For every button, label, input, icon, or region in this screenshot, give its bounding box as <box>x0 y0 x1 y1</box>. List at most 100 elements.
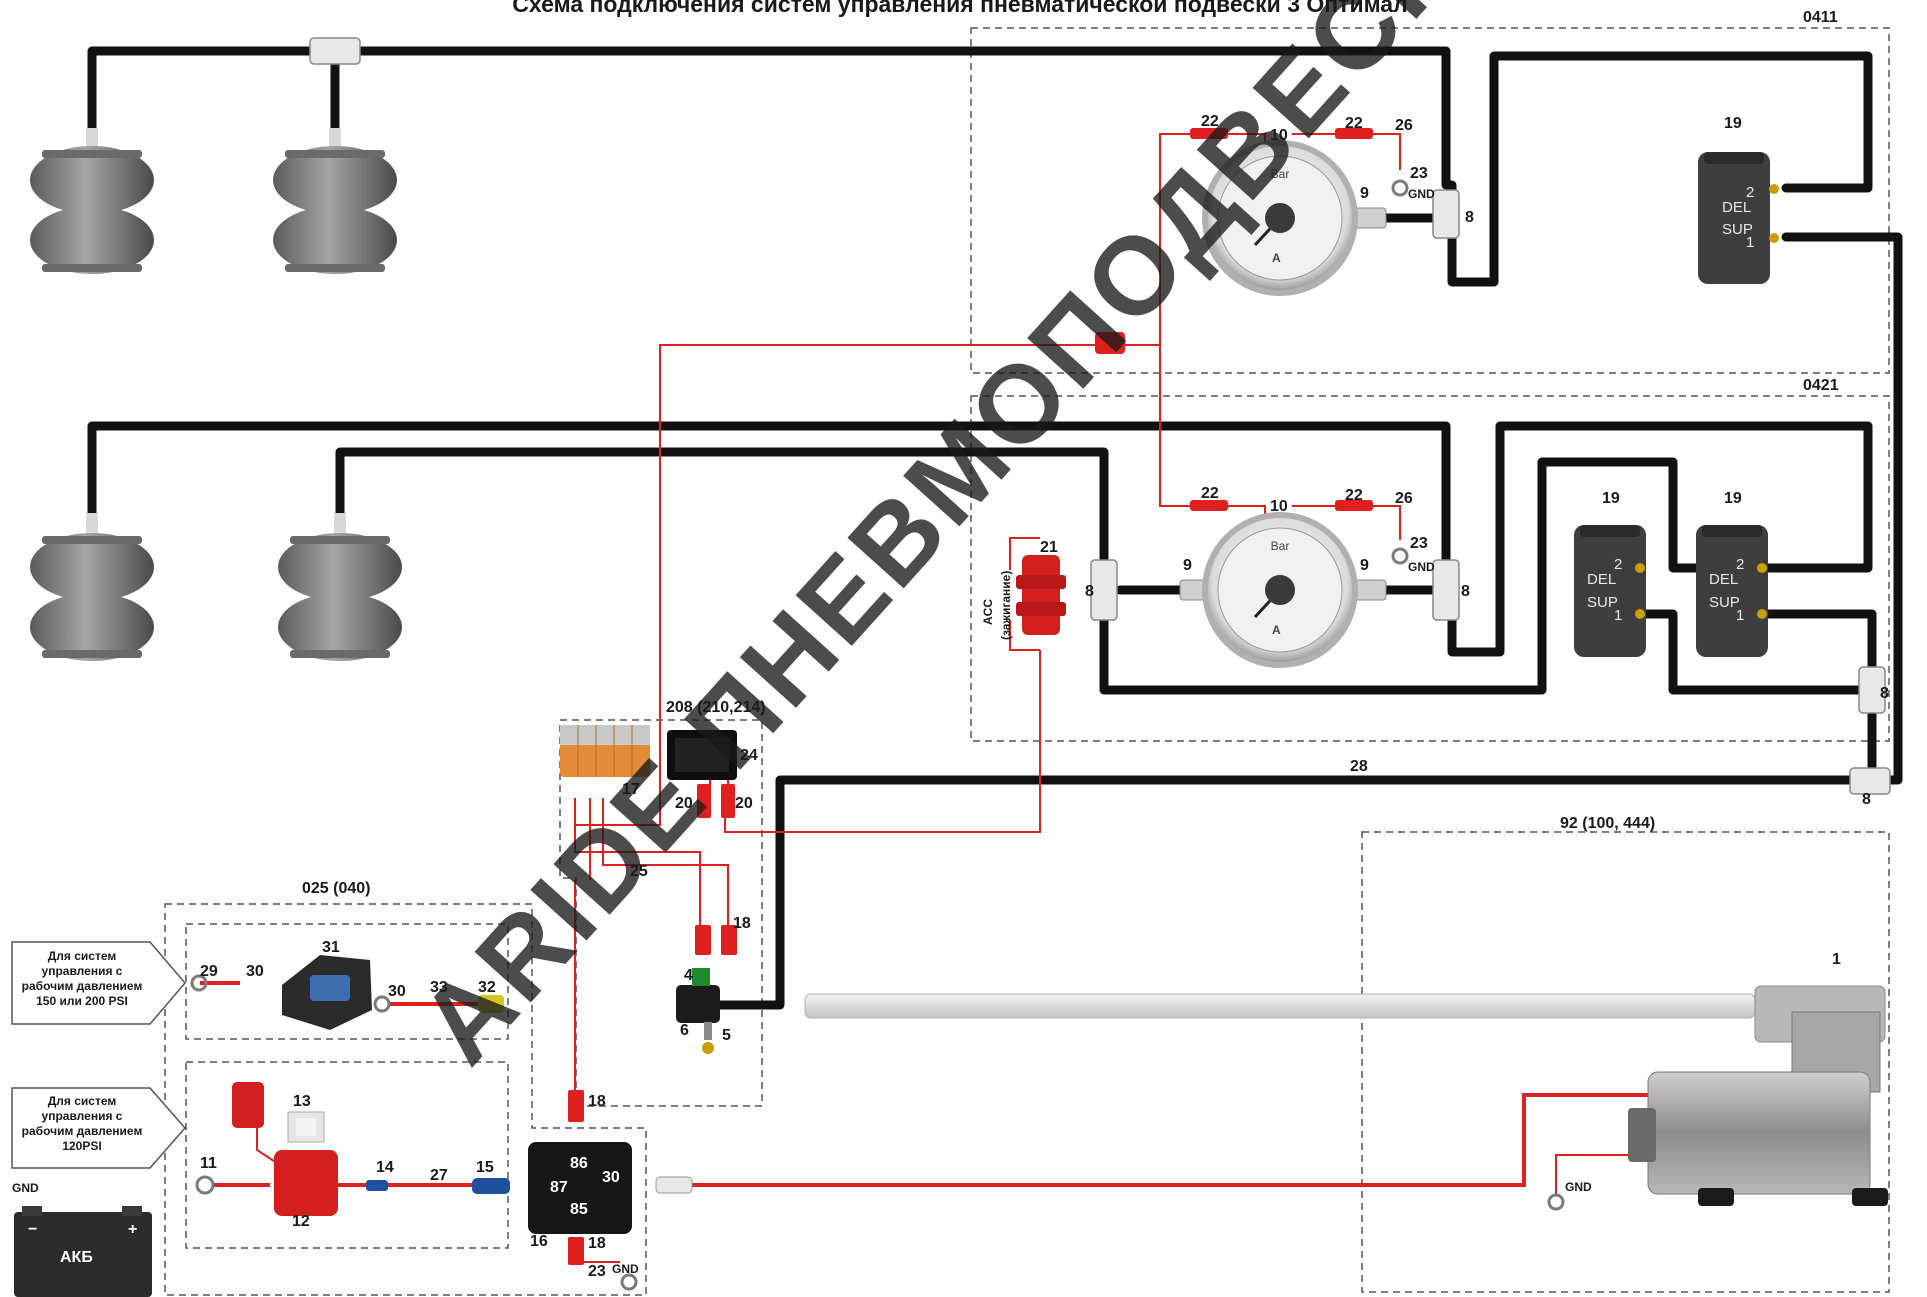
wire-25 <box>574 798 729 925</box>
connectors <box>568 128 1373 1265</box>
wire-compressor-power <box>690 1093 1650 1187</box>
connector-22d <box>1335 500 1373 511</box>
ring-30 <box>373 995 391 1013</box>
svg-text:2: 2 <box>1736 556 1744 573</box>
kit-025-inner-top <box>185 923 509 1040</box>
pressure-gauge-bottom: Bar A <box>1179 512 1387 668</box>
label-22-d: 22 <box>1345 487 1363 504</box>
label-1: 1 <box>1832 951 1841 968</box>
connector-20a <box>697 784 711 818</box>
label-32: 32 <box>478 979 496 996</box>
svg-text:SUP: SUP <box>1709 594 1740 611</box>
kit-0421-boundary <box>970 395 1890 742</box>
svg-text:2: 2 <box>1614 556 1622 573</box>
label-22-b: 22 <box>1345 115 1363 132</box>
label-12: 12 <box>292 1213 310 1230</box>
acc-label-ignition: (зажигание) <box>999 571 1013 640</box>
svg-text:Для систем: Для систем <box>48 949 117 963</box>
ring-29 <box>190 974 208 992</box>
wire-pressure-switch-relay <box>574 798 591 1095</box>
battery: − + АКБ <box>14 1206 152 1297</box>
svg-text:DEL: DEL <box>1587 571 1616 588</box>
battery-gnd-label: GND <box>12 1181 39 1195</box>
label-8-e: 8 <box>1862 791 1871 808</box>
label-22-c: 22 <box>1201 485 1219 502</box>
kit-0411-boundary <box>970 27 1890 374</box>
connector-relay-out <box>655 1176 693 1194</box>
label-23-b: 23 <box>1410 535 1428 552</box>
label-25: 25 <box>630 863 648 880</box>
air-line-sup-b <box>1748 609 1877 785</box>
label-10-a: 10 <box>1270 127 1288 144</box>
label-9-c: 9 <box>1360 557 1369 574</box>
relay-24 <box>667 730 737 780</box>
air-line-rear-right <box>335 447 1758 695</box>
label-29: 29 <box>200 963 218 980</box>
part-number-labels: 1 4 5 6 8 8 8 8 8 9 9 9 10 10 11 12 13 1… <box>200 113 1889 1280</box>
pressure-gauge-top: Bar A <box>1202 140 1387 296</box>
wire-acc-in <box>1009 537 1040 651</box>
svg-text:A: A <box>1272 623 1281 637</box>
tee-8-supply-mid <box>1858 666 1886 714</box>
block-label-208: 208 (210,214) <box>666 699 766 716</box>
svg-text:Bar: Bar <box>1271 539 1290 553</box>
svg-text:рабочим давлением: рабочим давлением <box>22 979 143 993</box>
label-9-b: 9 <box>1183 557 1192 574</box>
air-lines <box>87 46 1903 1010</box>
svg-text:управления с: управления с <box>42 1109 123 1123</box>
label-4: 4 <box>684 967 693 984</box>
block-label-0411: 0411 <box>1803 9 1838 26</box>
kit-025-inner-bottom <box>185 1061 509 1249</box>
label-18-b: 18 <box>588 1093 606 1110</box>
acc-fuse-holder <box>1016 555 1066 635</box>
label-9-a: 9 <box>1360 185 1369 202</box>
tee-8-0421-right <box>1432 559 1460 621</box>
svg-text:A: A <box>1272 251 1281 265</box>
connector-tap <box>1095 332 1125 354</box>
connector-18-relay <box>568 1090 584 1122</box>
acc-label: ACC <box>981 599 995 625</box>
block-label-0421: 0421 <box>1803 377 1839 394</box>
tee-front <box>309 37 361 65</box>
wire-acc-fuse <box>724 650 1041 833</box>
wire-gauge2-ground <box>1292 505 1401 540</box>
air-line-sup-a <box>1627 609 1877 695</box>
label-5: 5 <box>722 1027 731 1044</box>
label-24: 24 <box>740 747 758 764</box>
bellow-rear-left <box>30 513 154 661</box>
air-line-main-28 <box>715 775 1860 1010</box>
label-14: 14 <box>376 1159 394 1176</box>
svg-text:1: 1 <box>1736 607 1744 624</box>
wire-gauge1-light <box>1110 133 1266 346</box>
label-6: 6 <box>680 1022 689 1039</box>
fuse-holder-31 <box>282 955 372 1030</box>
valve-block-0421-left: DEL SUP 2 1 <box>1574 525 1646 657</box>
note-120psi: Для систем управления с рабочим давление… <box>11 1087 186 1169</box>
tee-8-0411 <box>1432 189 1460 239</box>
connector-15 <box>472 1178 510 1194</box>
ring-23-gauge2 <box>1391 547 1409 565</box>
svg-text:+: + <box>128 1221 137 1238</box>
label-10-b: 10 <box>1270 498 1288 515</box>
label-19-c: 19 <box>1724 490 1742 507</box>
svg-text:DEL: DEL <box>1709 571 1738 588</box>
note-150-200psi: Для систем управления с рабочим давление… <box>11 941 186 1025</box>
block-label-92: 92 (100, 444) <box>1560 815 1655 832</box>
label-19-a: 19 <box>1724 115 1742 132</box>
svg-text:АКБ: АКБ <box>60 1249 93 1266</box>
ring-23-gauge1 <box>1391 179 1409 197</box>
connector-18-top <box>695 925 711 955</box>
label-19-b: 19 <box>1602 490 1620 507</box>
ring-11 <box>195 1175 215 1195</box>
connector-18-top2 <box>721 925 737 955</box>
block-label-025: 025 (040) <box>302 880 371 897</box>
connector-14 <box>366 1180 388 1191</box>
tee-8-0421-left <box>1090 559 1118 621</box>
label-23-a: 23 <box>1410 165 1428 182</box>
label-28: 28 <box>1350 758 1368 775</box>
label-26-a: 26 <box>1395 117 1413 134</box>
fuse-32 <box>478 995 504 1013</box>
label-15: 15 <box>476 1159 494 1176</box>
fuse-holder-12 <box>232 1082 338 1216</box>
air-line-rear-left <box>87 421 1451 570</box>
